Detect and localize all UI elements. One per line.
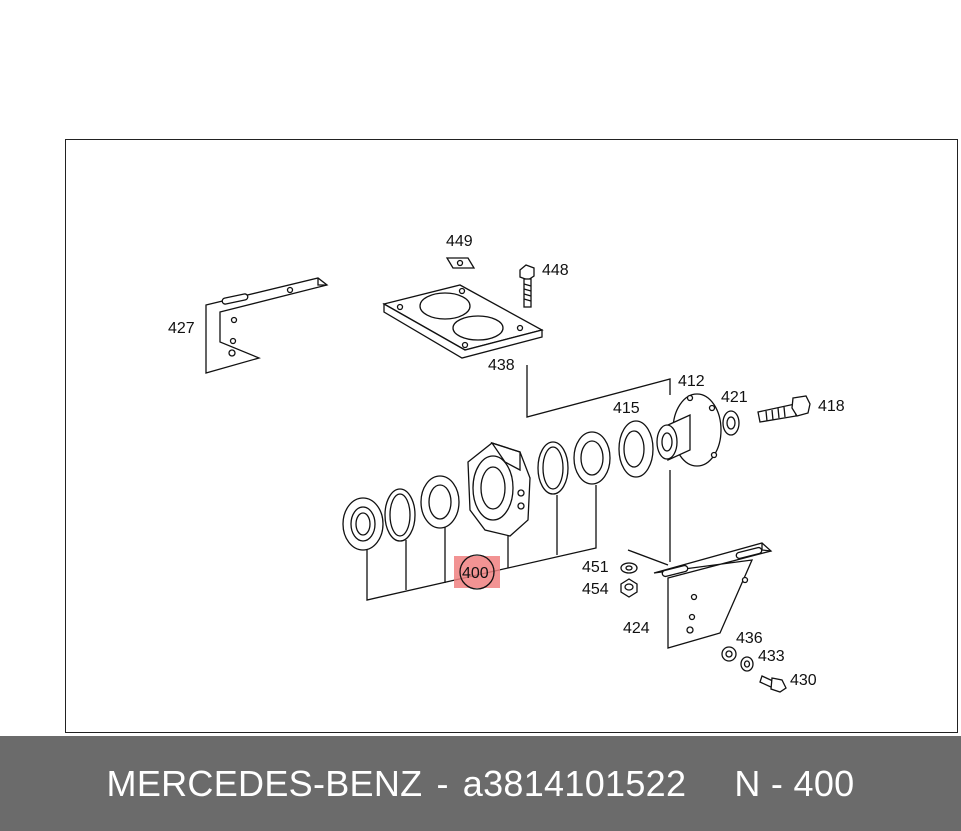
parts-diagram: 449 448 427 438 412 421 418 415 400 451 … bbox=[168, 233, 845, 693]
part-bearing-1[interactable] bbox=[420, 475, 460, 529]
part-400-bearing-housing[interactable] bbox=[467, 441, 531, 537]
part-448-bolt[interactable] bbox=[519, 264, 535, 308]
label-424[interactable]: 424 bbox=[623, 620, 650, 637]
label-438[interactable]: 438 bbox=[488, 357, 515, 374]
brand-name: MERCEDES-BENZ bbox=[106, 762, 423, 804]
label-427[interactable]: 427 bbox=[168, 320, 195, 337]
part-430-bolt[interactable] bbox=[759, 675, 787, 693]
separator: - bbox=[436, 762, 449, 804]
part-451-washer[interactable] bbox=[620, 562, 638, 574]
part-418-bolt[interactable] bbox=[757, 395, 811, 423]
part-snap-ring-2[interactable] bbox=[537, 441, 569, 495]
part-433-spring-washer[interactable] bbox=[740, 656, 754, 672]
part-436-washer[interactable] bbox=[721, 646, 737, 662]
label-448[interactable]: 448 bbox=[542, 262, 569, 279]
part-438-plate[interactable] bbox=[382, 284, 544, 359]
part-snap-ring-1[interactable] bbox=[384, 488, 416, 542]
part-415-ring[interactable] bbox=[618, 420, 654, 478]
label-418[interactable]: 418 bbox=[818, 398, 845, 415]
label-430[interactable]: 430 bbox=[790, 672, 817, 689]
position-number: N - 400 bbox=[734, 762, 855, 804]
part-info-bar: MERCEDES-BENZ - a3814101522 N - 400 bbox=[0, 736, 961, 831]
label-433[interactable]: 433 bbox=[758, 648, 785, 665]
part-412-flange[interactable] bbox=[656, 393, 722, 467]
part-seal-ring-2[interactable] bbox=[573, 431, 611, 485]
part-427-bracket[interactable] bbox=[205, 277, 329, 374]
label-412[interactable]: 412 bbox=[678, 373, 705, 390]
callout-circle-400 bbox=[459, 554, 495, 590]
highlight-400 bbox=[454, 556, 500, 588]
label-451[interactable]: 451 bbox=[582, 559, 609, 576]
label-421[interactable]: 421 bbox=[721, 389, 748, 406]
part-number: a3814101522 bbox=[462, 762, 687, 804]
diagram-frame bbox=[65, 139, 958, 733]
part-454-nut[interactable] bbox=[620, 578, 638, 598]
label-449[interactable]: 449 bbox=[446, 233, 473, 250]
part-449-nut[interactable] bbox=[445, 257, 476, 269]
label-454[interactable]: 454 bbox=[582, 581, 609, 598]
label-400[interactable]: 400 bbox=[462, 565, 489, 582]
label-415[interactable]: 415 bbox=[613, 400, 640, 417]
part-424-bracket[interactable] bbox=[653, 542, 773, 649]
part-seal-ring-1[interactable] bbox=[342, 497, 384, 551]
label-436[interactable]: 436 bbox=[736, 630, 763, 647]
part-421-washer[interactable] bbox=[722, 410, 740, 436]
